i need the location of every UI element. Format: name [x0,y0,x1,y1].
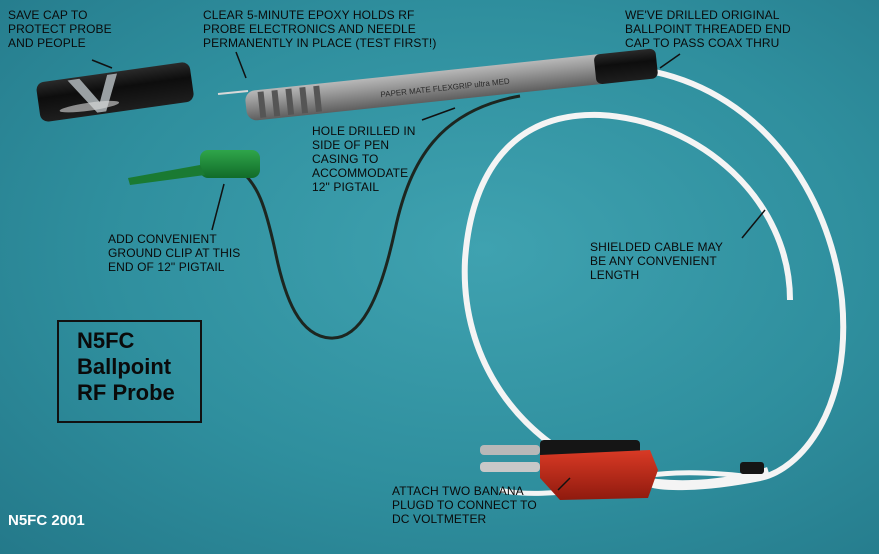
annotation-cap: SAVE CAP TO PROTECT PROBE AND PEOPLE [8,8,112,50]
annotation-hole: HOLE DRILLED IN SIDE OF PEN CASING TO AC… [312,124,416,194]
photo-credit: N5FC 2001 [8,512,85,529]
probe-needle [217,90,249,95]
title-line: N5FC [77,328,135,353]
title-line: Ballpoint [77,354,172,379]
coax-cable [647,69,847,491]
annotation-ground-clip: ADD CONVENIENT GROUND CLIP AT THIS END O… [108,232,241,274]
banana-plugs [480,440,764,500]
annotation-banana: ATTACH TWO BANANA PLUGD TO CONNECT TO DC… [392,484,537,526]
title-line: RF Probe [77,380,175,405]
coax-cable-loop-2 [461,111,793,487]
title-box: N5FC Ballpoint RF Probe [57,320,202,423]
pen-barrel [245,54,610,121]
ground-clip [128,150,260,185]
pen-cap [36,62,194,122]
pen-end-cap [594,48,658,84]
annotation-cable: SHIELDED CABLE MAY BE ANY CONVENIENT LEN… [590,240,723,282]
pointer-lines [91,51,766,491]
pigtail-wire [239,94,521,340]
annotation-endcap: WE'VE DRILLED ORIGINAL BALLPOINT THREADE… [625,8,791,50]
annotation-epoxy: CLEAR 5-MINUTE EPOXY HOLDS RF PROBE ELEC… [203,8,437,50]
